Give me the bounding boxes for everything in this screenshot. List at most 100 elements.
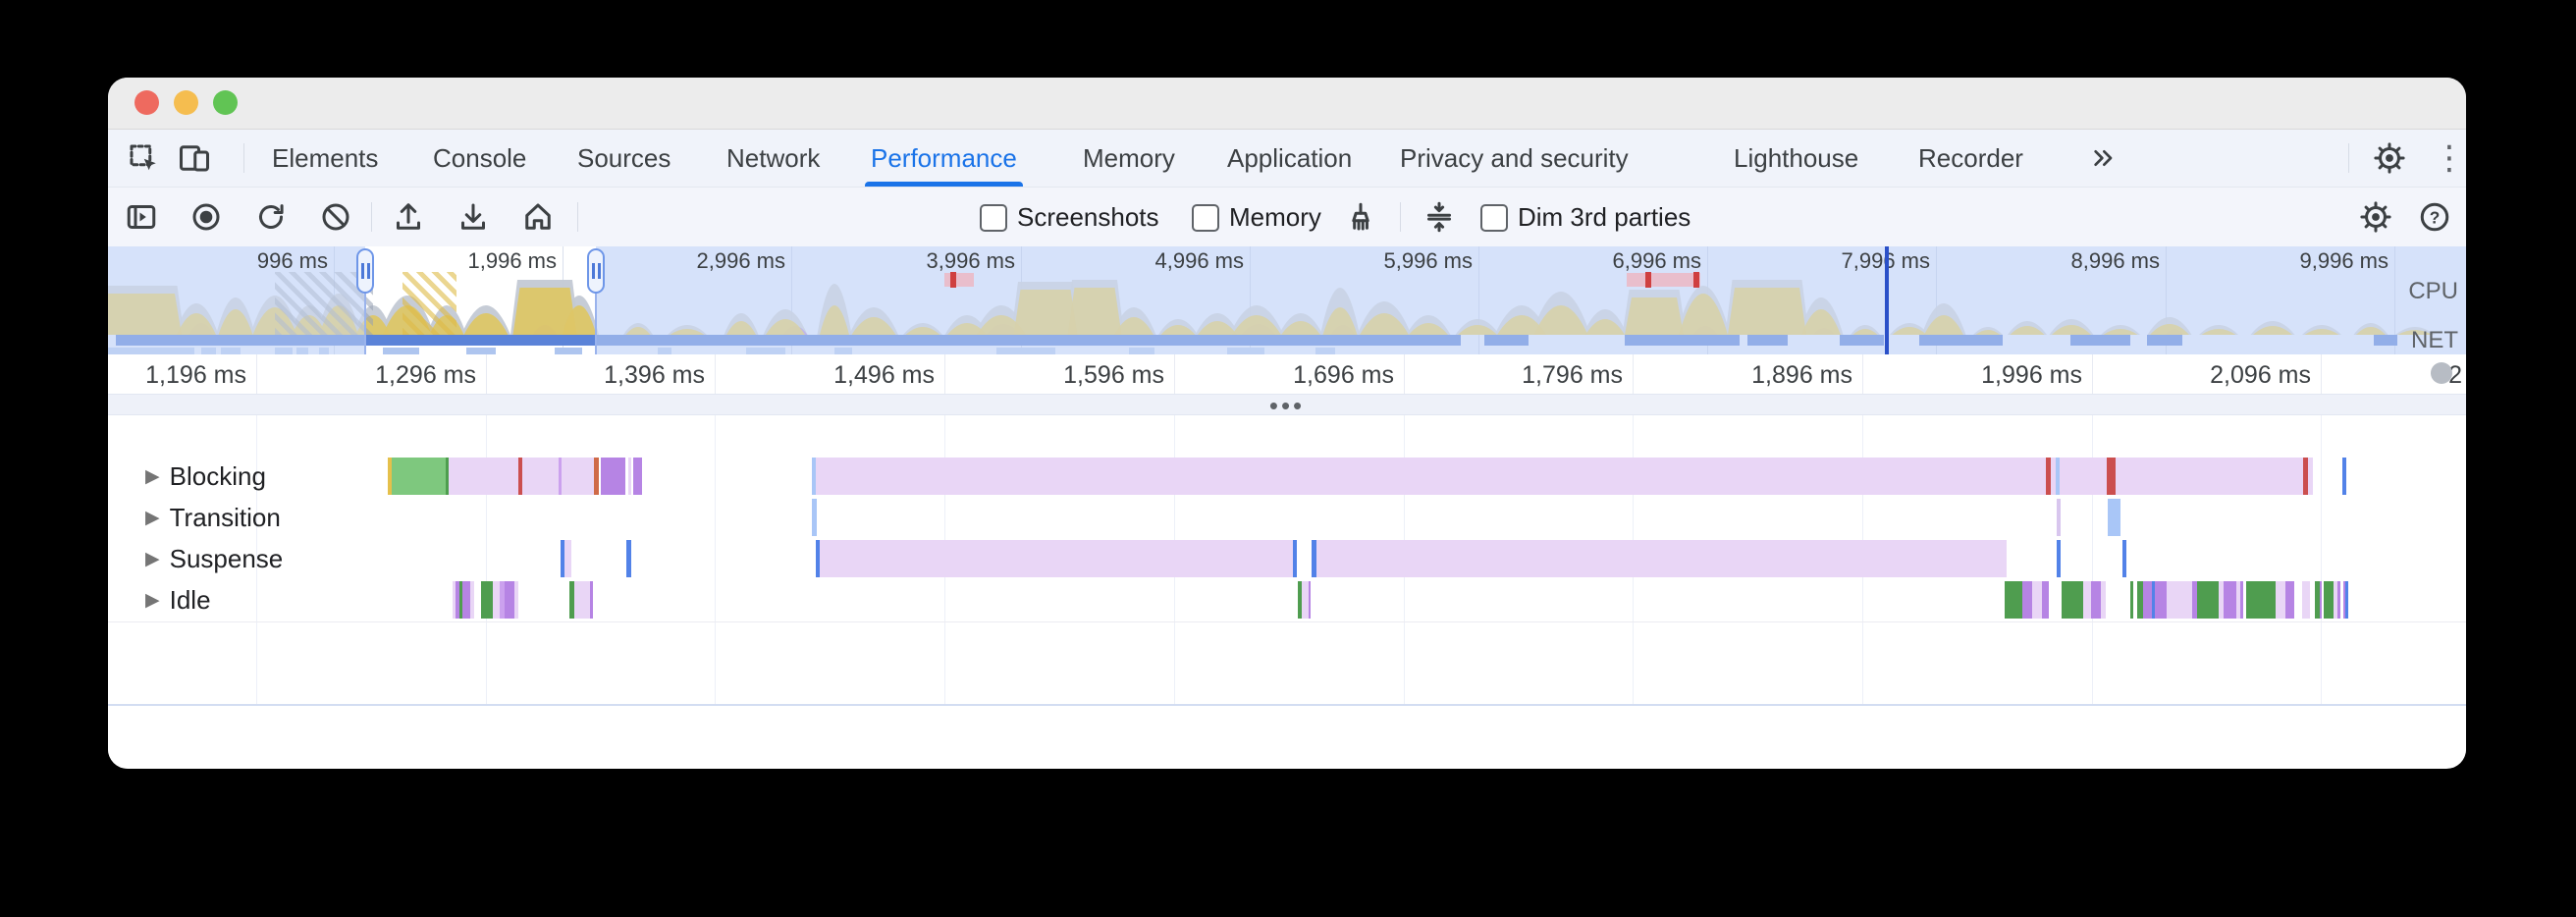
expand-arrow-icon[interactable]: ▶ bbox=[145, 465, 160, 487]
toggle-sidebar-icon[interactable] bbox=[124, 199, 159, 235]
selection-handle-left[interactable] bbox=[356, 248, 374, 294]
tab-application[interactable]: Application bbox=[1227, 142, 1353, 173]
expand-arrow-icon[interactable]: ▶ bbox=[145, 507, 160, 528]
flame-bar-blocking[interactable] bbox=[392, 458, 446, 495]
flame-bar-blocking[interactable] bbox=[2056, 458, 2060, 495]
zoom-button[interactable] bbox=[213, 90, 238, 115]
flame-bar-idle[interactable] bbox=[514, 581, 518, 619]
flame-bar-idle[interactable] bbox=[2197, 581, 2219, 619]
flame-bar-idle[interactable] bbox=[2005, 581, 2022, 619]
memory-checkbox[interactable] bbox=[1192, 204, 1219, 232]
flame-bar-blocking[interactable] bbox=[2107, 458, 2116, 495]
flame-bar-idle[interactable] bbox=[2130, 581, 2133, 619]
flame-bar-idle[interactable] bbox=[2276, 581, 2285, 619]
track-row-transition[interactable]: ▶Transition bbox=[145, 499, 281, 536]
flame-bar-blocking[interactable] bbox=[594, 458, 599, 495]
flame-bar-suspense[interactable] bbox=[1293, 540, 1297, 577]
more-tabs-chevron-icon[interactable] bbox=[2087, 130, 2119, 187]
flame-bar-idle[interactable] bbox=[456, 581, 459, 619]
flame-bar-idle[interactable] bbox=[470, 581, 474, 619]
flame-bar-idle[interactable] bbox=[2236, 581, 2240, 619]
flame-bar-idle[interactable] bbox=[2032, 581, 2042, 619]
timeline-playhead[interactable] bbox=[1885, 246, 1889, 354]
flame-bar-blocking[interactable] bbox=[2046, 458, 2051, 495]
record-icon[interactable] bbox=[188, 199, 224, 235]
flame-bar-idle[interactable] bbox=[500, 581, 505, 619]
screenshots-checkbox[interactable] bbox=[980, 204, 1007, 232]
flame-bar-idle[interactable] bbox=[2152, 581, 2155, 619]
flame-bar-blocking[interactable] bbox=[633, 458, 642, 495]
flame-bar-idle[interactable] bbox=[2155, 581, 2167, 619]
record-and-reload-icon[interactable] bbox=[253, 199, 289, 235]
flame-bar-idle[interactable] bbox=[2343, 581, 2345, 619]
selection-handle-right[interactable] bbox=[587, 248, 605, 294]
tab-elements[interactable]: Elements bbox=[272, 142, 379, 173]
flame-bar-idle[interactable] bbox=[2101, 581, 2106, 619]
collect-garbage-broom-icon[interactable] bbox=[1343, 199, 1378, 235]
close-button[interactable] bbox=[134, 90, 159, 115]
load-profile-icon[interactable] bbox=[391, 199, 426, 235]
flame-bar-idle[interactable] bbox=[493, 581, 500, 619]
flame-bar-idle[interactable] bbox=[2285, 581, 2294, 619]
help-icon[interactable]: ? bbox=[2417, 199, 2452, 235]
flame-bar-blocking[interactable] bbox=[388, 458, 392, 495]
customize-menu-kebab-icon[interactable]: ⋮ bbox=[2433, 139, 2466, 177]
flame-bar-idle[interactable] bbox=[2083, 581, 2091, 619]
tab-privacy-and-security[interactable]: Privacy and security bbox=[1400, 142, 1629, 173]
flame-bar-suspense[interactable] bbox=[820, 540, 1293, 577]
tab-performance[interactable]: Performance bbox=[865, 130, 1023, 187]
track-row-idle[interactable]: ▶Idle bbox=[145, 581, 211, 619]
flame-bar-idle[interactable] bbox=[2192, 581, 2197, 619]
flame-bar-suspense[interactable] bbox=[2122, 540, 2126, 577]
flame-bar-idle[interactable] bbox=[505, 581, 514, 619]
flame-bar-blocking[interactable] bbox=[559, 458, 562, 495]
flame-bar-suspense[interactable] bbox=[626, 540, 631, 577]
flame-bar-transition[interactable] bbox=[2057, 499, 2061, 536]
flame-bar-suspense[interactable] bbox=[1316, 540, 2007, 577]
flame-bar-idle[interactable] bbox=[2246, 581, 2276, 619]
flame-bar-idle[interactable] bbox=[2219, 581, 2224, 619]
flame-bar-idle[interactable] bbox=[1302, 581, 1309, 619]
flame-bar-idle[interactable] bbox=[2334, 581, 2337, 619]
track-row-suspense[interactable]: ▶Suspense bbox=[145, 540, 283, 577]
inspect-icon[interactable] bbox=[126, 140, 161, 176]
flame-bar-blocking[interactable] bbox=[601, 458, 625, 495]
panel-resize-divider[interactable]: ••• bbox=[108, 391, 2466, 420]
screenshots-checkbox-label[interactable]: Screenshots bbox=[1017, 201, 1159, 232]
flame-bar-idle[interactable] bbox=[590, 581, 593, 619]
flame-bar-blocking[interactable] bbox=[812, 458, 816, 495]
flame-bar-idle[interactable] bbox=[2345, 581, 2348, 619]
flame-bar-blocking[interactable] bbox=[446, 458, 449, 495]
flame-bar-idle[interactable] bbox=[2022, 581, 2032, 619]
flame-bar-idle[interactable] bbox=[459, 581, 462, 619]
flame-bar-idle[interactable] bbox=[1298, 581, 1302, 619]
collapse-tracks-icon[interactable] bbox=[1422, 199, 1457, 235]
flame-bar-idle[interactable] bbox=[2240, 581, 2243, 619]
flame-bar-idle[interactable] bbox=[2324, 581, 2334, 619]
flame-bar-idle[interactable] bbox=[453, 581, 456, 619]
tab-lighthouse[interactable]: Lighthouse bbox=[1734, 142, 1859, 173]
capture-settings-gear-icon[interactable] bbox=[2358, 199, 2393, 235]
expand-arrow-icon[interactable]: ▶ bbox=[145, 548, 160, 569]
flame-bar-idle[interactable] bbox=[2167, 581, 2192, 619]
flame-bar-blocking[interactable] bbox=[628, 458, 631, 495]
flamechart-tracks[interactable]: ▼Scheduler — Custom▶Blocking▶Transition▶… bbox=[108, 415, 2466, 706]
flame-bar-idle[interactable] bbox=[574, 581, 590, 619]
tab-network[interactable]: Network bbox=[726, 142, 821, 173]
flame-bar-transition[interactable] bbox=[2108, 499, 2120, 536]
track-row-blocking[interactable]: ▶Blocking bbox=[145, 458, 266, 495]
flame-bar-idle[interactable] bbox=[2042, 581, 2049, 619]
flame-bar-suspense[interactable] bbox=[816, 540, 820, 577]
flame-bar-blocking[interactable] bbox=[2342, 458, 2346, 495]
flame-bar-idle[interactable] bbox=[462, 581, 470, 619]
settings-gear-icon[interactable] bbox=[2372, 140, 2407, 176]
flame-bar-idle[interactable] bbox=[2320, 581, 2322, 619]
flame-bar-blocking[interactable] bbox=[2303, 458, 2308, 495]
flame-bar-idle[interactable] bbox=[2315, 581, 2320, 619]
flame-bar-idle[interactable] bbox=[2091, 581, 2101, 619]
tab-recorder[interactable]: Recorder bbox=[1918, 142, 2023, 173]
flame-bar-idle[interactable] bbox=[2062, 581, 2083, 619]
flame-bar-suspense[interactable] bbox=[564, 540, 571, 577]
tab-console[interactable]: Console bbox=[433, 142, 527, 173]
